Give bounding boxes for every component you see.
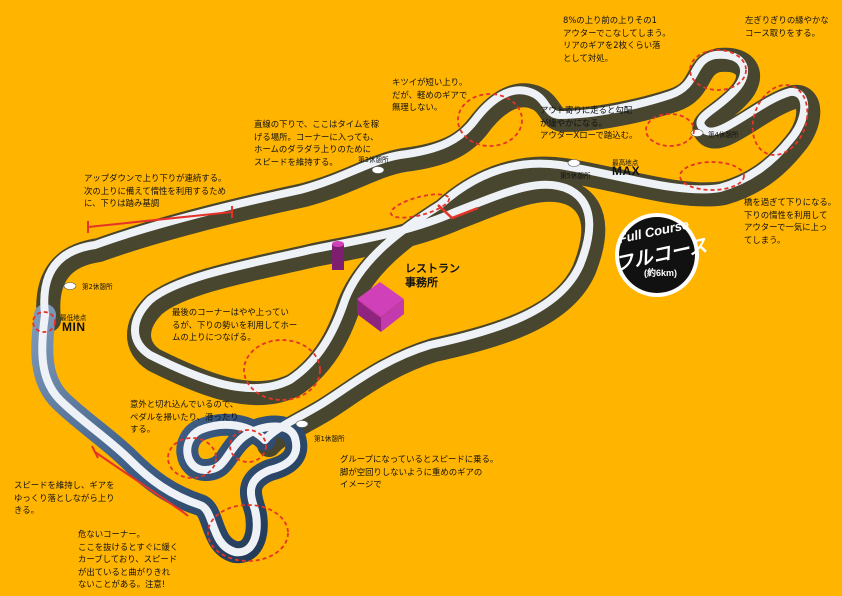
highlight-last-corner (243, 339, 321, 401)
bracket-lines (87, 206, 233, 517)
min-label: MIN (62, 320, 86, 334)
rest-marker-5 (567, 159, 581, 167)
rest-label-5: 第5休憩所 (560, 172, 591, 180)
rest-markers (63, 129, 704, 428)
purple-post (332, 241, 344, 270)
note-keep-speed: スピードを維持し、ギアを ゆっくり落としながら上り きる。 (14, 480, 115, 515)
highlight-climb (457, 93, 523, 147)
note-short-climb: キツイが短い上り。 だが、軽めのギアで 無理しない。 (392, 77, 468, 112)
max-label: MAX (612, 164, 641, 178)
highlight-min (32, 311, 56, 333)
note-outer-line: アウト寄りに走ると勾配 が緩やかになる。 アウターXローで踏込む。 (540, 105, 638, 140)
min-caption: 最低地点 (60, 314, 87, 322)
max-caption: 最高地点 (612, 159, 639, 167)
highlight-danger (207, 504, 289, 562)
rest-label-4: 第4休憩所 (708, 131, 739, 139)
note-danger-corner: 危ないコーナー。 ここを抜けるとすぐに緩く カーブしており、スピード が出ている… (78, 529, 179, 589)
bridge-arrow (437, 204, 479, 220)
highlight-cut-in (167, 437, 217, 479)
rest-marker-3 (371, 166, 385, 174)
highlight-bridge-down (679, 161, 745, 191)
restaurant-building (357, 282, 404, 332)
note-last-corner: 最後のコーナーはやや上ってい るが、下りの勢いを利用してホー ムの上りにつなげる… (172, 307, 298, 342)
highlight-outer-line (645, 113, 695, 147)
note-left-edge: 左ぎりぎりの縁やかな コース取りをする。 (745, 15, 829, 38)
course-badge (615, 213, 699, 297)
rest-label-3: 第3休憩所 (358, 156, 389, 164)
rest-marker-2 (63, 282, 77, 290)
highlight-group (229, 429, 267, 463)
highlight-straight (390, 193, 450, 219)
note-group-speed: グループになっているとスピードに乗る。 脚が空回りしないように重めのギアの イメ… (340, 454, 499, 489)
note-straight-down: 直線の下りで、ここはタイムを稼 げる場所。コーナーに入っても、 ホームのダラダラ… (254, 119, 380, 167)
badge-length: (約6km) (644, 268, 678, 278)
note-bridge-down: 橋を過ぎて下りになる。 下りの惰性を利用して アウターで一気に上っ てしまう。 (744, 197, 837, 245)
track (31, 55, 808, 564)
rest-label-1: 第1休憩所 (314, 435, 345, 443)
highlight-hairpin (689, 49, 747, 91)
note-8pct-climb: 8%の上り前の上りその1 アウターでこなしてしまう。 リアのギアを2枚くらい落 … (563, 15, 671, 63)
restaurant-label: レストラン 事務所 (405, 262, 460, 289)
rest-marker-1 (295, 420, 309, 428)
note-up-down: アップダウンで上り下りが連続する。 次の上りに備えて惰性を利用するため に、下り… (84, 173, 227, 208)
note-cut-in: 意外と切れ込んでいるので、 ペダルを掃いたり、滑ったり する。 (130, 399, 239, 434)
rest-label-2: 第2休憩所 (82, 283, 113, 291)
